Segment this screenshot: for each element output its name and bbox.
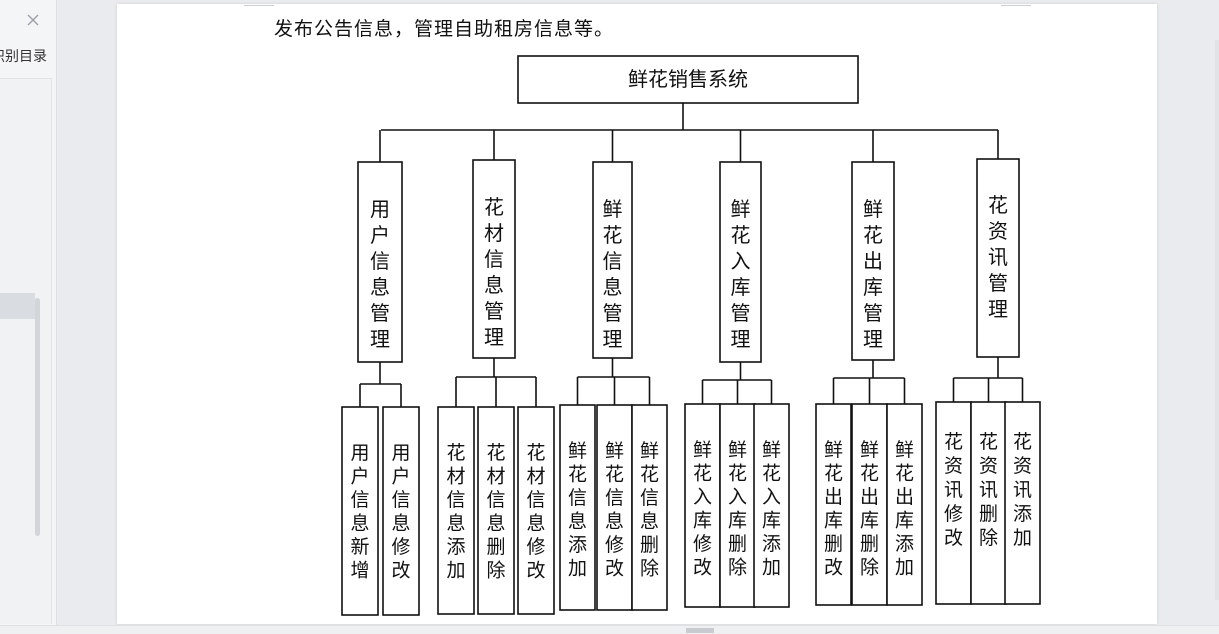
leaf-box [596, 404, 633, 611]
leaf-box [382, 406, 420, 616]
leaf-label: 鲜花信息删除 [640, 440, 659, 580]
leaf-label: 花资讯删除 [979, 431, 998, 549]
module-label: 用户信息管理 [370, 197, 390, 351]
module-box [719, 161, 762, 363]
module-label: 花材信息管理 [484, 195, 504, 349]
leaf-box [631, 404, 668, 611]
root-label: 鲜花销售系统 [628, 67, 748, 91]
bottom-scroll-thumb[interactable] [686, 628, 714, 633]
leaf-label: 鲜花入库添加 [762, 439, 781, 579]
close-icon[interactable] [25, 12, 41, 28]
sidebar-scrollbar[interactable] [35, 298, 40, 536]
leaf-label: 鲜花信息修改 [605, 440, 624, 580]
leaf-label: 鲜花入库修改 [693, 439, 712, 579]
leaf-label: 花材信息删除 [486, 442, 505, 582]
leaf-label: 鲜花出库删改 [824, 439, 843, 579]
leaf-box [517, 406, 555, 615]
leaf-box [437, 406, 475, 615]
toc-panel [0, 78, 52, 624]
sidebar-title: 识别目录 [0, 49, 47, 65]
leaf-label: 花材信息修改 [526, 442, 545, 582]
leaf-label: 用户信息修改 [391, 442, 410, 582]
page-corner-mark [1001, 5, 1031, 6]
module-box [976, 158, 1020, 358]
leaf-label: 花资讯修改 [944, 431, 963, 549]
leaf-label: 花资讯添加 [1013, 431, 1032, 549]
leaf-label: 用户信息新增 [350, 442, 369, 582]
module-label: 花资讯管理 [988, 193, 1008, 321]
leaf-box [815, 403, 852, 606]
leaf-label: 鲜花信息添加 [568, 440, 587, 580]
module-box [472, 159, 516, 359]
right-scrollbar[interactable] [1215, 40, 1219, 600]
leaf-box [719, 403, 756, 608]
leaf-box [886, 403, 923, 606]
module-label: 鲜花出库管理 [863, 197, 883, 351]
module-label: 鲜花入库管理 [731, 197, 751, 351]
module-label: 鲜花信息管理 [603, 197, 623, 351]
leaf-box [851, 403, 888, 606]
leaf-label: 鲜花出库删除 [860, 439, 879, 579]
leaf-box [935, 401, 972, 605]
document-text: 发布公告信息，管理自助租房信息等。 [274, 18, 615, 40]
toc-selected-item[interactable] [0, 293, 35, 319]
module-box [592, 161, 633, 359]
leaf-box [477, 406, 515, 615]
leaf-box [753, 403, 790, 608]
leaf-box [684, 403, 721, 608]
leaf-label: 花材信息添加 [446, 442, 465, 582]
leaf-box [559, 404, 596, 611]
leaf-label: 鲜花入库删除 [728, 439, 747, 579]
leaf-label: 鲜花出库添加 [895, 439, 914, 579]
bottom-scrollbar[interactable] [0, 625, 1219, 634]
module-box [357, 161, 403, 363]
root-box [517, 55, 859, 104]
leaf-box [341, 406, 379, 616]
sidebar: 识别目录 [0, 0, 57, 633]
leaf-box [1004, 401, 1041, 605]
page-corner-mark [244, 5, 274, 6]
